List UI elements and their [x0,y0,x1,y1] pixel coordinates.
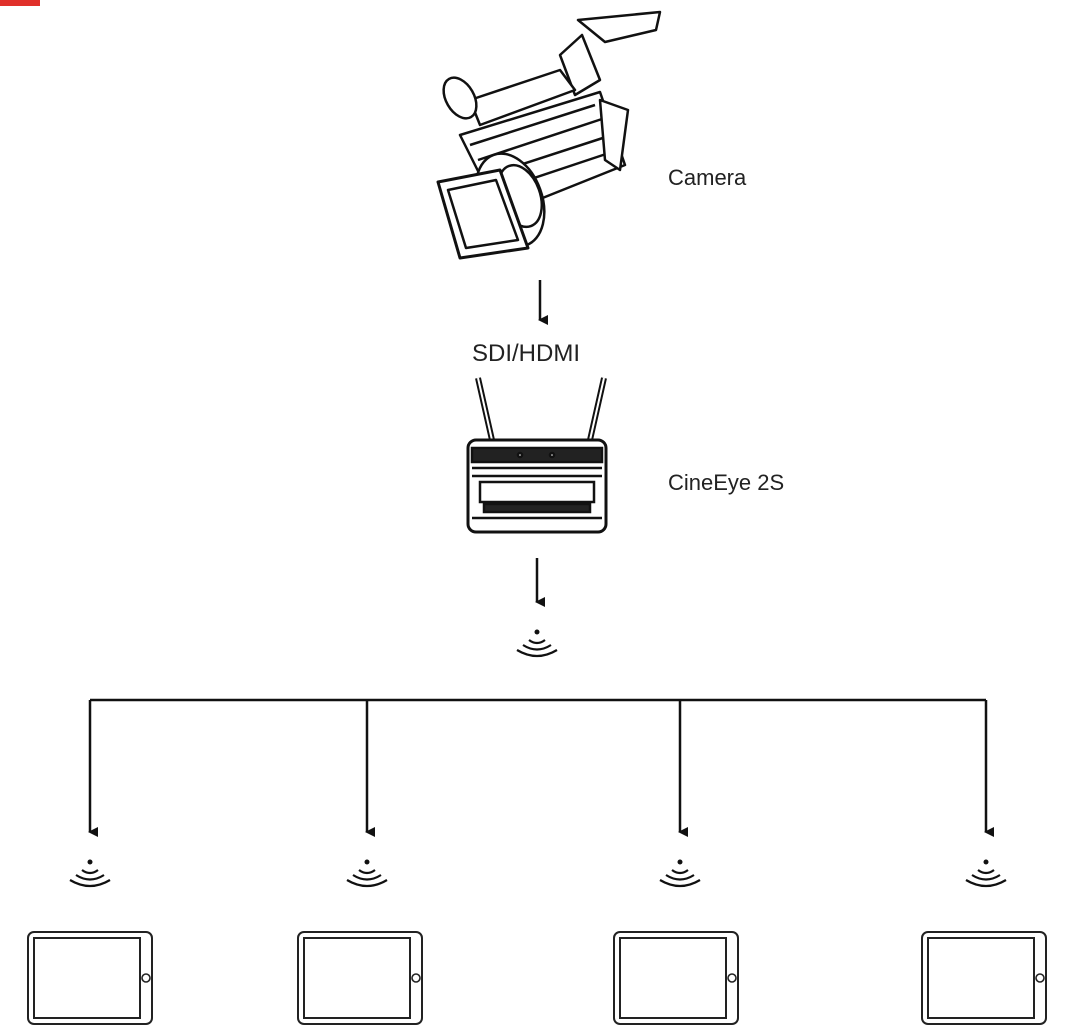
transmitter-label: CineEye 2S [668,470,785,495]
corner-accent-mark [0,0,40,6]
connection-label: SDI/HDMI [472,340,580,367]
tablet-icon [297,931,423,1025]
wireless-signal-icon [964,858,1008,888]
wireless-transmitter-icon [466,377,608,534]
wireless-signal-icon [68,858,112,888]
camera-label: Camera [668,165,747,190]
wireless-signal-icon [658,858,702,888]
camcorder-icon [436,10,662,260]
tablet-icon [921,931,1047,1025]
tablet-icon [613,931,739,1025]
wireless-signal-icon [515,628,559,658]
wireless-signal-icon [345,858,389,888]
tablet-icon [27,931,153,1025]
